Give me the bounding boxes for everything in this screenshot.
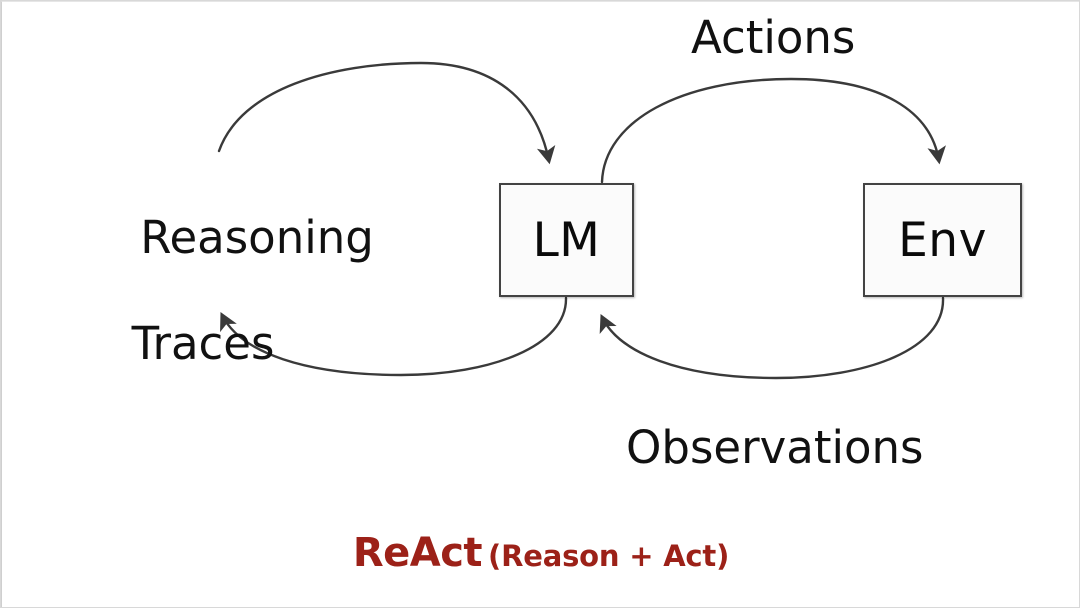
caption-main: ReAct [352, 530, 483, 576]
node-lm-label: LM [532, 212, 601, 268]
edge-label-actions: Actions [691, 11, 856, 64]
node-lm[interactable]: LM [499, 183, 634, 297]
reasoning-traces-arrow-bottom [220, 296, 568, 377]
edge-label-reasoning-traces: Reasoning Traces [83, 158, 374, 477]
reasoning-traces-arrow-top [217, 61, 556, 165]
actions-arrow [600, 77, 946, 184]
observations-arrow [599, 296, 945, 380]
caption: ReAct(Reason + Act) [1, 530, 1079, 576]
edge-label-observations: Observations [626, 421, 924, 474]
caption-sub: (Reason + Act) [488, 539, 730, 573]
edge-label-reasoning-line2: Traces [131, 317, 275, 371]
edge-label-reasoning-line1: Reasoning [140, 211, 374, 265]
node-env-label: Env [898, 212, 987, 268]
node-env[interactable]: Env [863, 183, 1022, 297]
